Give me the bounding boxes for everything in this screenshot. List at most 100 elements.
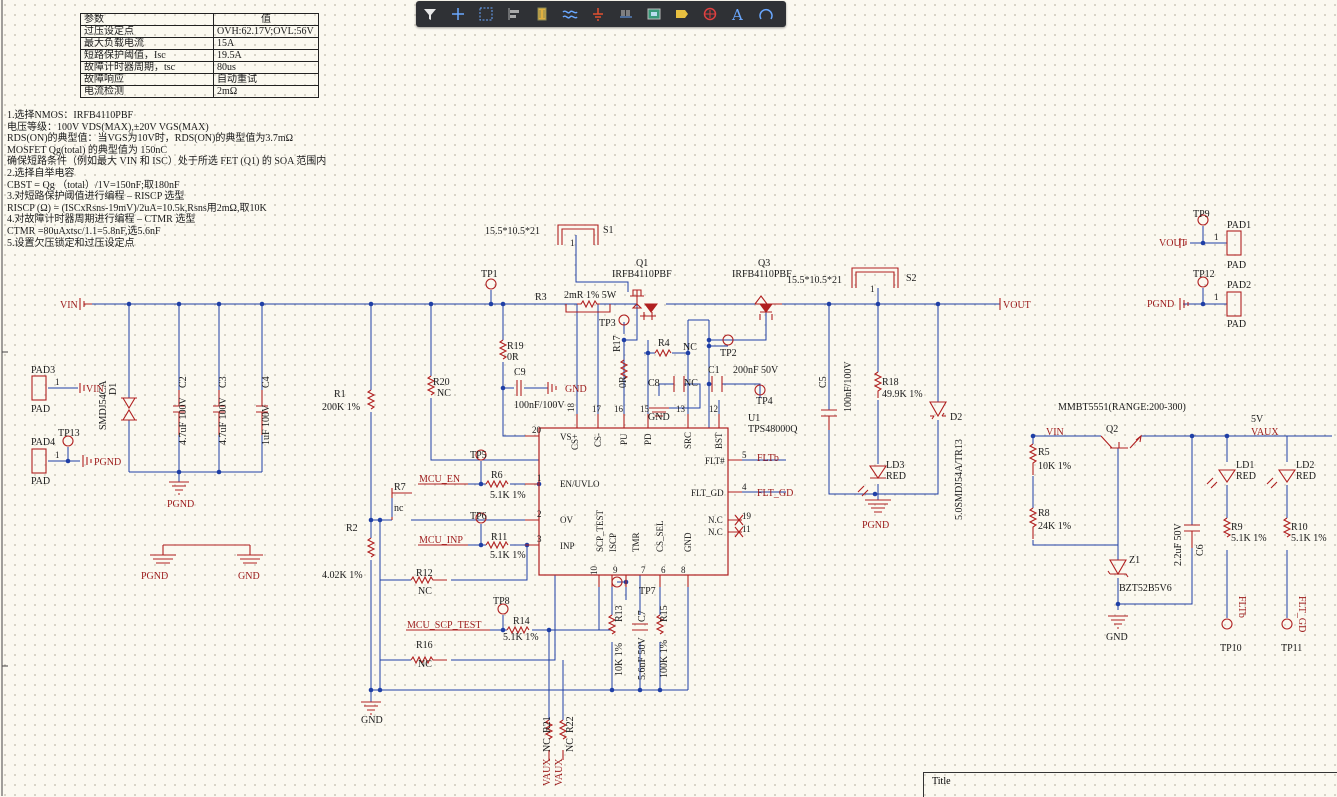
- tp12-ref: TP12: [1193, 269, 1215, 280]
- pin-number: 3: [537, 534, 542, 544]
- pad4-pin: 1: [55, 450, 60, 460]
- symbol-fills: [644, 303, 773, 313]
- align-icon[interactable]: [501, 2, 527, 26]
- tp4-ref: TP4: [756, 396, 773, 407]
- d1-value: SMDJ54CA: [98, 380, 109, 430]
- c2-value: 4.7uF 100V: [178, 396, 189, 445]
- note-line: 1.选择NMOS：IRFB4110PBF: [7, 110, 134, 121]
- pin-flt-gd: FLT_GD: [691, 488, 724, 498]
- ground-power-icon[interactable]: [585, 2, 611, 26]
- pin-number: 16: [614, 404, 624, 414]
- bus-icon[interactable]: [557, 2, 583, 26]
- mmbt-note: MMBT5551(RANGE:200-300): [1058, 402, 1186, 413]
- pin-number: 18: [566, 403, 576, 413]
- r21-value: NC: [542, 738, 553, 752]
- net-mcu-en: MCU_EN: [419, 474, 460, 485]
- aux-net-vin: VIN: [1046, 427, 1064, 438]
- net-vout: VOUT: [1003, 300, 1031, 311]
- s1-pin: 1: [570, 238, 575, 248]
- pin-src: SRC: [683, 432, 693, 449]
- pgnd-label: PGND: [167, 499, 194, 510]
- r20-ref: R20: [433, 377, 450, 388]
- pad2-net-pgnd: PGND: [1147, 299, 1174, 310]
- pad3-pin: 1: [55, 377, 60, 387]
- r10-value: 5.1K 1%: [1291, 533, 1327, 544]
- add-icon[interactable]: [445, 2, 471, 26]
- note-line: 4.对故障计时器周期进行编程 – CTMR 选型: [7, 214, 196, 226]
- ld2-value: RED: [1296, 471, 1316, 482]
- note-line: 电压等级：100V VDS(MAX),±20V VGS(MAX): [7, 121, 209, 133]
- gnd-symbol-label: GND: [238, 571, 260, 582]
- pin-cs-plus: CS+: [570, 434, 580, 450]
- note-line: MOSFET Qg(total) 的典型值为 150nC: [7, 144, 168, 156]
- ld2-ref: LD2: [1296, 460, 1314, 471]
- d1-ref: D1: [108, 383, 119, 395]
- junctions: [65, 240, 1230, 693]
- r21-ref: R21: [542, 716, 553, 733]
- pin-number: 5: [742, 450, 747, 460]
- c3-value: 4.7uF 100V: [218, 396, 229, 445]
- r7-ref: R7: [394, 482, 406, 493]
- r1-value: 200K 1%: [322, 402, 360, 413]
- pad3-ref: PAD3: [31, 365, 55, 376]
- select-rect-icon[interactable]: [473, 2, 499, 26]
- r14-value: 5.1K 1%: [503, 632, 539, 643]
- c9-ref: C9: [514, 367, 526, 378]
- pad1-ref: PAD1: [1227, 220, 1251, 231]
- port-icon[interactable]: [669, 2, 695, 26]
- note-line: CTMR =80uAxtsc/1.1=5.8nF,选5.6nF: [7, 225, 161, 237]
- r9-value: 5.1K 1%: [1231, 533, 1267, 544]
- pin-iscp: ISCP: [608, 533, 618, 552]
- filter-icon[interactable]: [417, 2, 443, 26]
- tp6-ref: TP6: [470, 511, 487, 522]
- net-vaux: VAUX: [1251, 427, 1279, 438]
- ld3-ref: LD3: [886, 460, 904, 471]
- pad3-net-vin: VIN: [86, 384, 104, 395]
- c9-gnd: GND: [565, 384, 587, 395]
- r15-value: 100K 1%: [659, 640, 670, 678]
- c5-value: 100nF/100V: [843, 361, 854, 412]
- net-label-icon[interactable]: [613, 2, 639, 26]
- component-icon[interactable]: [529, 2, 555, 26]
- pin-vs: VS: [560, 432, 572, 442]
- r10-net-flt-gd: FLT_GD: [1296, 596, 1307, 632]
- net-mcu-scp-test: MCU_SCP_TEST: [407, 620, 481, 631]
- ld3-pgnd: PGND: [862, 520, 889, 531]
- q2-ref: Q2: [1106, 424, 1118, 435]
- pin-number: 1: [537, 473, 542, 483]
- c4-value: 1uF 100V: [261, 404, 272, 445]
- note-line: RISCP (Ω) = (ISCxRsns-19mV)/2uA=10.5k,Rs…: [7, 202, 267, 214]
- r20-value: NC: [437, 388, 451, 399]
- ld3-value: RED: [886, 471, 906, 482]
- pin-cs-minus: CS-: [593, 433, 603, 447]
- tp8-ref: TP8: [493, 596, 510, 607]
- param-value: 2mΩ: [213, 85, 319, 98]
- part-icon[interactable]: [641, 2, 667, 26]
- pin-number: 15: [640, 404, 650, 414]
- arc-icon[interactable]: [753, 2, 779, 26]
- text-icon[interactable]: A: [725, 2, 751, 26]
- no-erc-icon[interactable]: [697, 2, 723, 26]
- r4-ref: R4: [658, 338, 670, 349]
- r8-value: 24K 1%: [1038, 521, 1071, 532]
- tp2-ref: TP2: [720, 348, 737, 359]
- c7-ref: C7: [637, 610, 648, 622]
- r6-value: 5.1K 1%: [490, 490, 526, 501]
- r11-value: 5.1K 1%: [490, 550, 526, 561]
- z1-value: BZT52B5V6: [1119, 583, 1172, 594]
- gnd-label-main: GND: [361, 715, 383, 726]
- r19-value: 0R: [507, 352, 519, 363]
- r6-ref: R6: [491, 470, 503, 481]
- design-notes: 1.选择NMOS：IRFB4110PBF 电压等级：100V VDS(MAX),…: [7, 110, 326, 249]
- title-label: Title: [932, 776, 951, 787]
- net-mcu-inp: MCU_INP: [419, 535, 463, 546]
- r22-net-vaux: VAUX: [554, 758, 565, 786]
- r12-value: NC: [418, 586, 432, 597]
- pin-pd: PD: [643, 433, 653, 445]
- tp10-ref: TP10: [1220, 643, 1242, 654]
- u1-ref: U1: [748, 413, 760, 424]
- u1-value: TPS48000Q: [748, 424, 798, 435]
- c6-ref: C6: [1195, 544, 1206, 556]
